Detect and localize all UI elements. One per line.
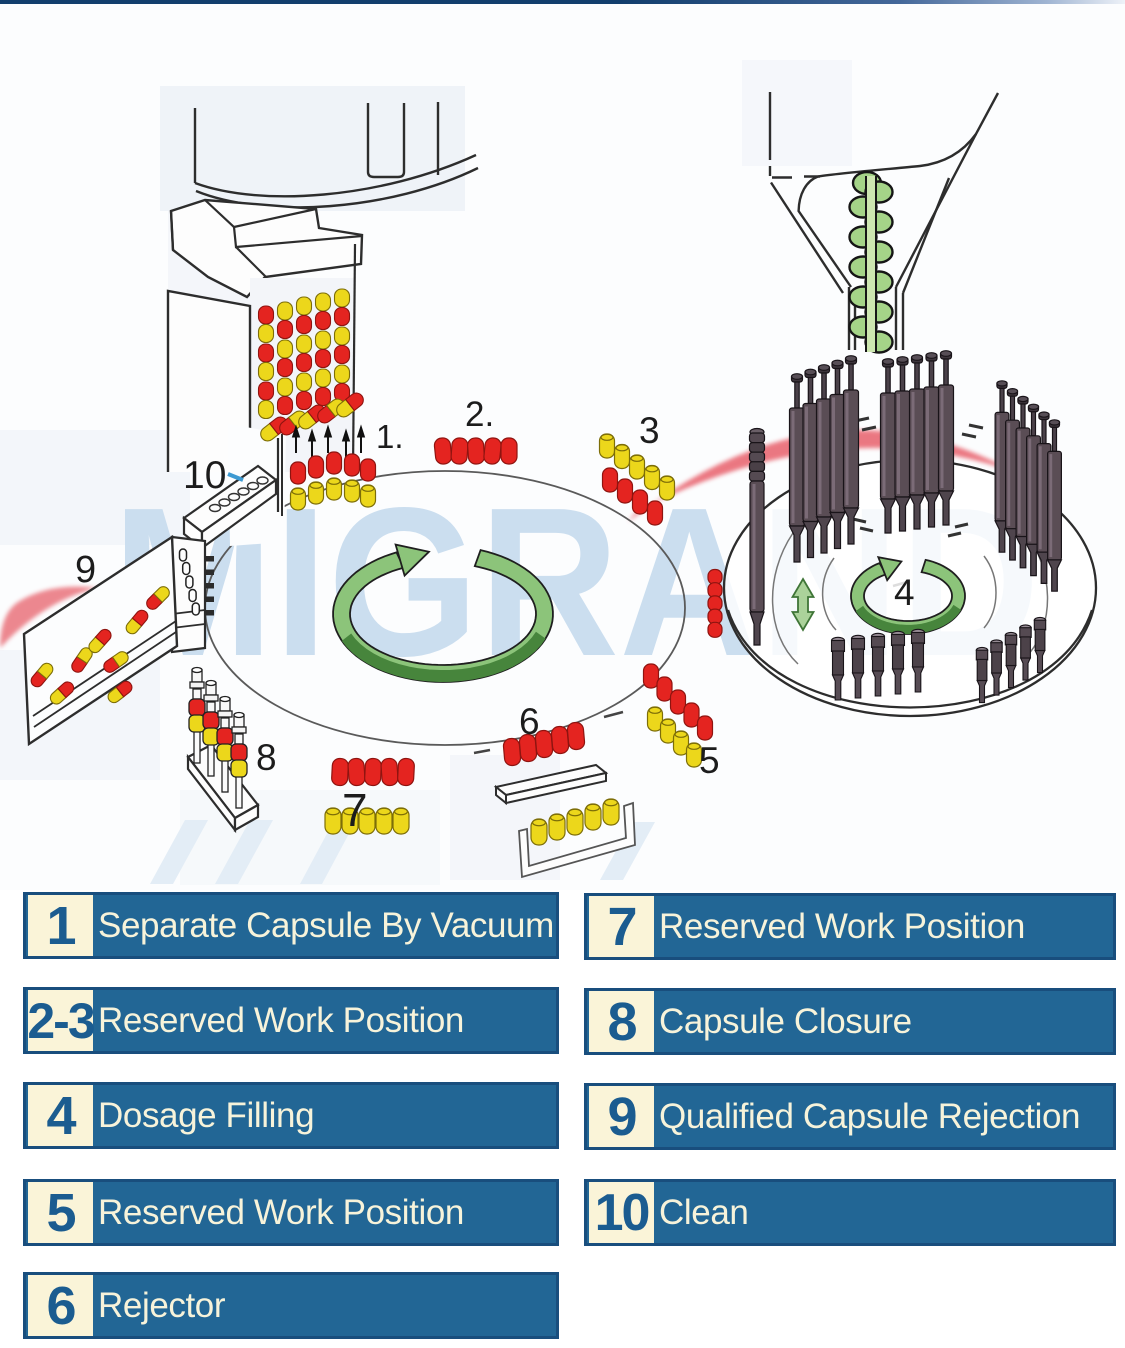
svg-text:2.: 2. bbox=[465, 395, 494, 434]
svg-text:9: 9 bbox=[75, 549, 96, 591]
svg-text:6: 6 bbox=[519, 701, 540, 742]
svg-text:4: 4 bbox=[894, 572, 915, 613]
svg-text:3: 3 bbox=[639, 410, 660, 451]
svg-text:10: 10 bbox=[183, 454, 226, 497]
svg-text:1.: 1. bbox=[376, 418, 404, 455]
svg-text:7: 7 bbox=[342, 784, 368, 836]
svg-text:5: 5 bbox=[699, 740, 720, 781]
svg-text:8: 8 bbox=[256, 737, 277, 778]
